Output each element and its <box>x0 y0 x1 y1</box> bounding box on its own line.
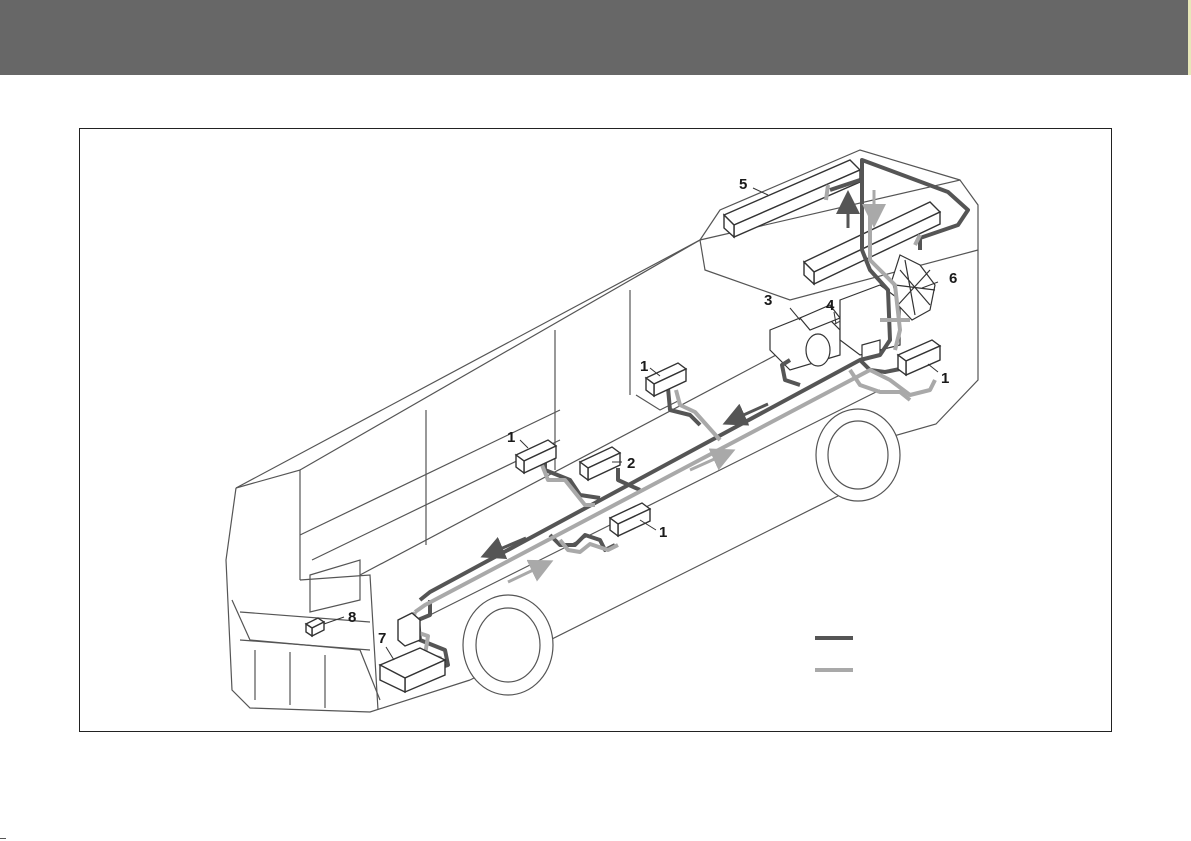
rear-wheel <box>816 409 900 501</box>
heater-unit <box>580 447 620 480</box>
callout-1: 1 <box>507 429 515 446</box>
callout-3: 3 <box>764 292 772 309</box>
front-wheel <box>463 595 553 695</box>
callout-6: 6 <box>949 270 957 287</box>
callout-5: 5 <box>739 176 747 193</box>
callout-1: 1 <box>640 358 648 375</box>
callout-7: 7 <box>378 630 386 647</box>
callout-2: 2 <box>627 455 635 472</box>
heater-unit <box>646 363 686 396</box>
heater-unit <box>516 440 556 473</box>
small-component <box>306 618 324 636</box>
callout-1: 1 <box>941 370 949 387</box>
heater-unit <box>610 503 650 536</box>
legend <box>815 638 853 670</box>
page-corner-mark <box>0 838 6 839</box>
heater-unit <box>898 340 940 375</box>
callout-4: 4 <box>826 297 835 314</box>
callout-1: 1 <box>659 524 667 541</box>
callout-8: 8 <box>348 609 356 626</box>
